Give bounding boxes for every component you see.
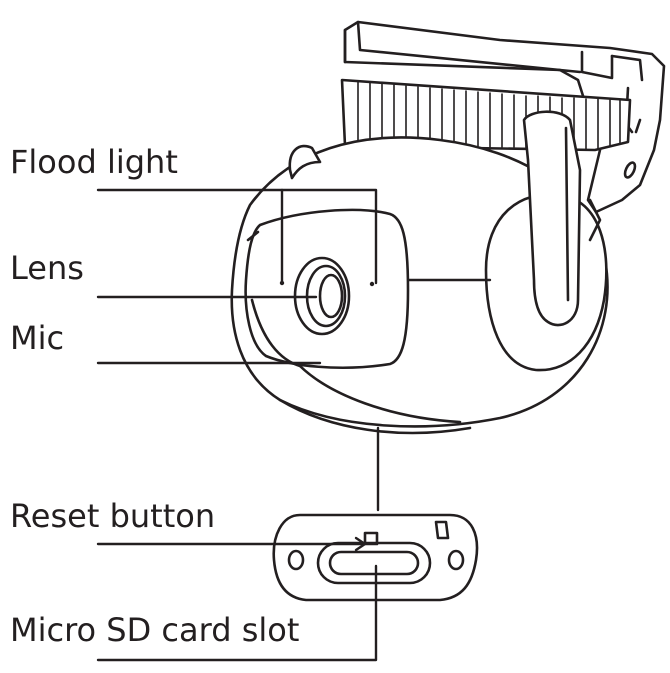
sd-slot-outer — [316, 541, 432, 585]
lens-label: Lens — [10, 249, 84, 287]
sd-slot-leader — [96, 564, 378, 662]
panel-screw-right — [447, 549, 465, 571]
mic-label: Mic — [10, 319, 65, 357]
side-arm — [484, 110, 608, 372]
leader-lines — [96, 188, 492, 662]
reset-hole — [363, 531, 379, 546]
sd-card-panel — [272, 513, 479, 602]
reset-button-label: Reset button — [10, 497, 216, 535]
flood-light-dot-right — [369, 281, 375, 287]
panel-screw-left — [287, 549, 305, 571]
sd-slot-label: Micro SD card slot — [10, 611, 300, 649]
flood-light-leader — [96, 188, 378, 285]
flood-light-label: Flood light — [10, 143, 178, 181]
sd-slot-inner — [328, 550, 420, 576]
